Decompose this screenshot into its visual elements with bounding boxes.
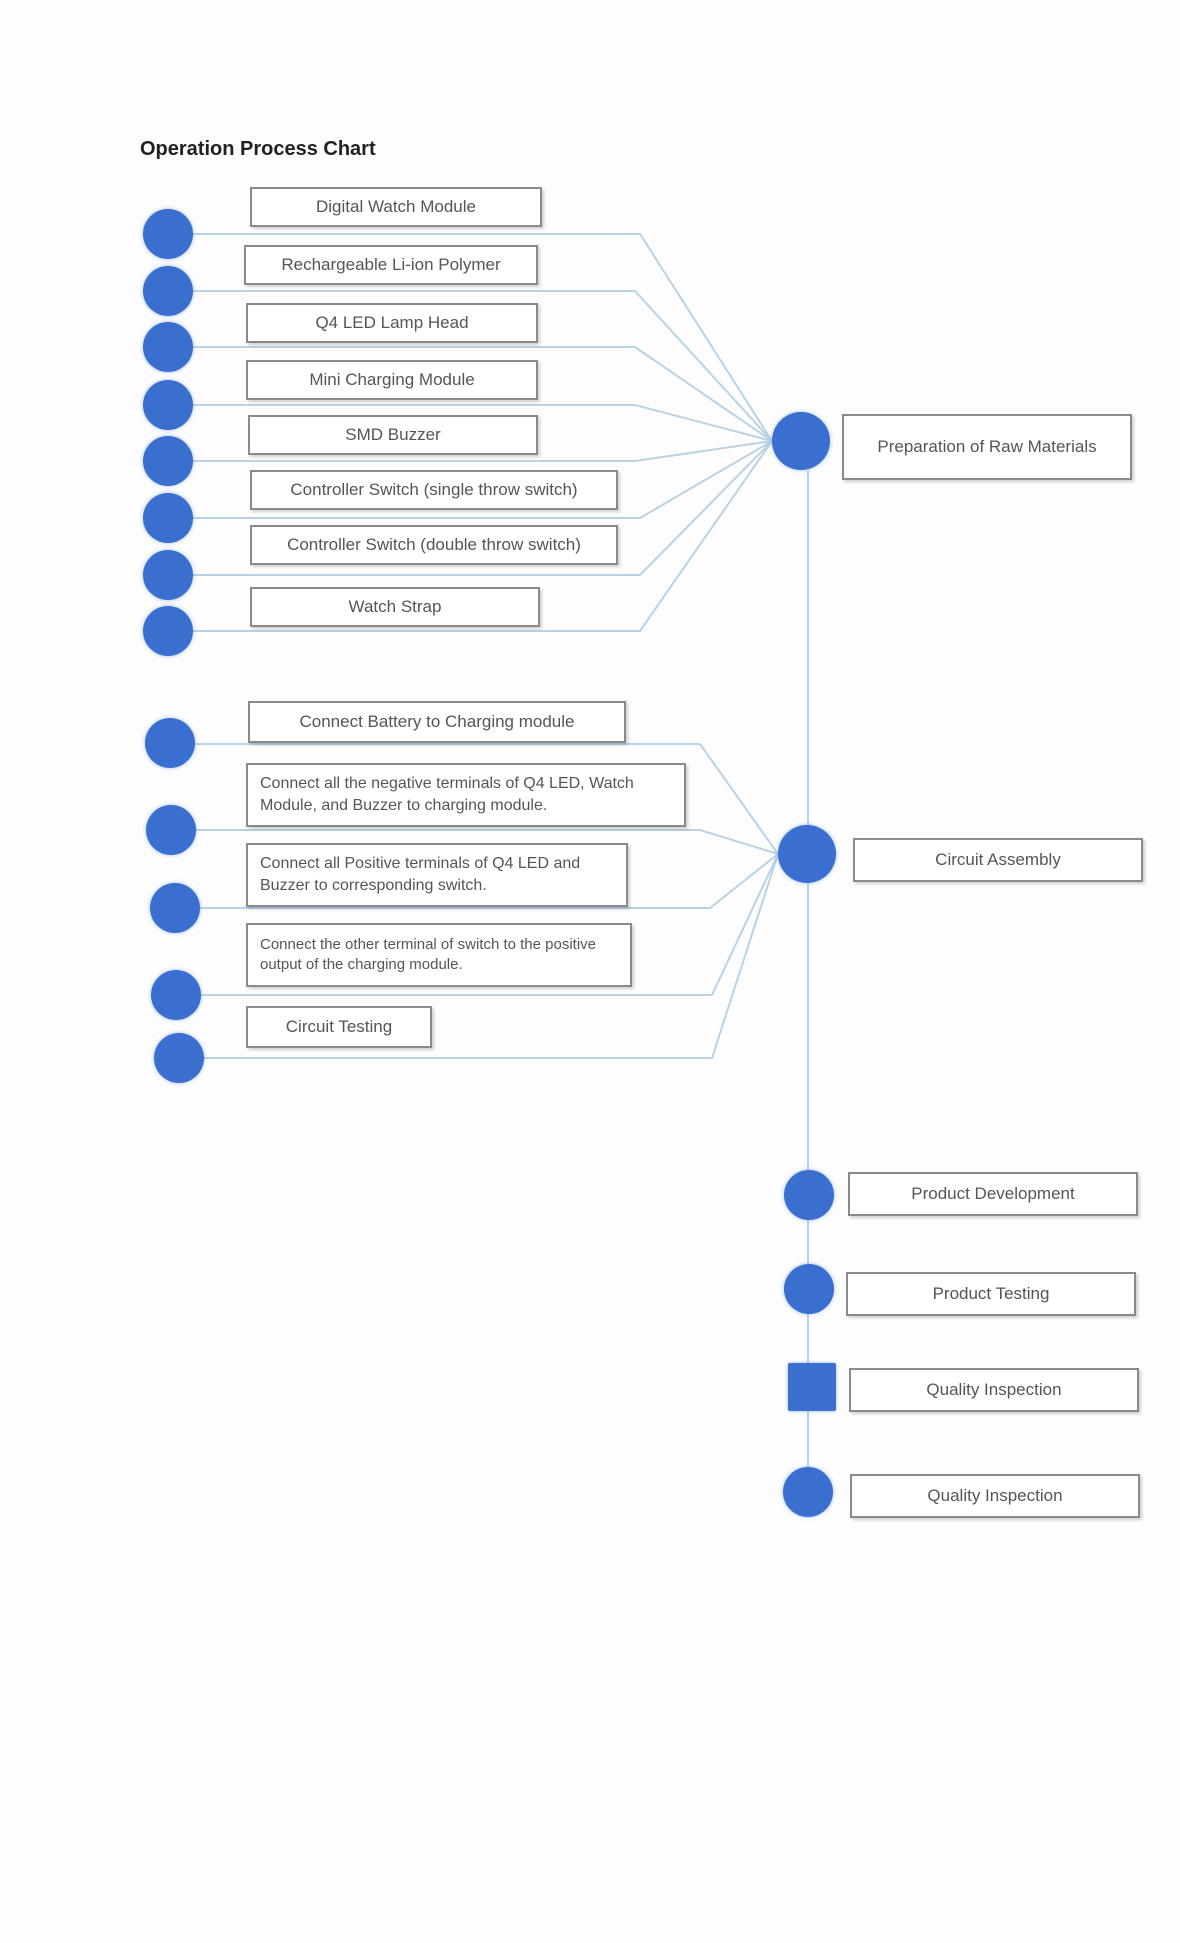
raw-material-node-6 <box>143 493 193 543</box>
assembly-box-3: Connect all Positive terminals of Q4 LED… <box>246 843 628 907</box>
assembly-node-3 <box>150 883 200 933</box>
assembly-box-4: Connect the other terminal of switch to … <box>246 923 632 987</box>
raw-material-node-5 <box>143 436 193 486</box>
main-step-box-4: Product Testing <box>846 1272 1136 1316</box>
raw-material-node-4 <box>143 380 193 430</box>
assembly-connector-3 <box>200 853 779 909</box>
main-step-box-5: Quality Inspection <box>849 1368 1139 1412</box>
main-step-node-4 <box>784 1264 834 1314</box>
raw-material-box-1: Digital Watch Module <box>250 187 542 227</box>
raw-material-connector-1 <box>193 233 773 442</box>
raw-material-node-1 <box>143 209 193 259</box>
main-step-box-6: Quality Inspection <box>850 1474 1140 1518</box>
assembly-node-5 <box>154 1033 204 1083</box>
raw-material-box-3: Q4 LED Lamp Head <box>246 303 538 343</box>
main-step-node-3 <box>784 1170 834 1220</box>
raw-material-box-2: Rechargeable Li-ion Polymer <box>244 245 538 285</box>
raw-material-connector-5 <box>193 440 773 462</box>
raw-material-node-3 <box>143 322 193 372</box>
raw-material-box-7: Controller Switch (double throw switch) <box>250 525 618 565</box>
raw-material-connector-6 <box>193 440 773 519</box>
assembly-node-1 <box>145 718 195 768</box>
main-step-node-2 <box>778 825 836 883</box>
raw-material-connector-4 <box>193 404 773 442</box>
main-step-box-1: Preparation of Raw Materials <box>842 414 1132 480</box>
assembly-box-1: Connect Battery to Charging module <box>248 701 626 743</box>
raw-material-node-8 <box>143 606 193 656</box>
assembly-node-2 <box>146 805 196 855</box>
raw-material-connector-3 <box>193 346 773 442</box>
assembly-box-2: Connect all the negative terminals of Q4… <box>246 763 686 827</box>
raw-material-connector-7 <box>193 440 773 576</box>
main-step-node-6 <box>783 1467 833 1517</box>
assembly-connector-2 <box>195 829 779 855</box>
raw-material-box-6: Controller Switch (single throw switch) <box>250 470 618 510</box>
main-step-node-5 <box>788 1363 836 1411</box>
raw-material-connector-2 <box>193 290 773 442</box>
assembly-box-5: Circuit Testing <box>246 1006 432 1048</box>
assembly-connector-4 <box>200 853 779 996</box>
assembly-connector-5 <box>200 853 779 1059</box>
assembly-node-4 <box>151 970 201 1020</box>
raw-material-box-5: SMD Buzzer <box>248 415 538 455</box>
main-step-box-3: Product Development <box>848 1172 1138 1216</box>
main-step-box-2: Circuit Assembly <box>853 838 1143 882</box>
raw-material-box-8: Watch Strap <box>250 587 540 627</box>
raw-material-box-4: Mini Charging Module <box>246 360 538 400</box>
chart-title: Operation Process Chart <box>140 138 376 160</box>
raw-material-connector-8 <box>193 440 773 632</box>
raw-material-node-2 <box>143 266 193 316</box>
raw-material-node-7 <box>143 550 193 600</box>
assembly-connector-1 <box>195 743 779 855</box>
main-step-node-1 <box>772 412 830 470</box>
